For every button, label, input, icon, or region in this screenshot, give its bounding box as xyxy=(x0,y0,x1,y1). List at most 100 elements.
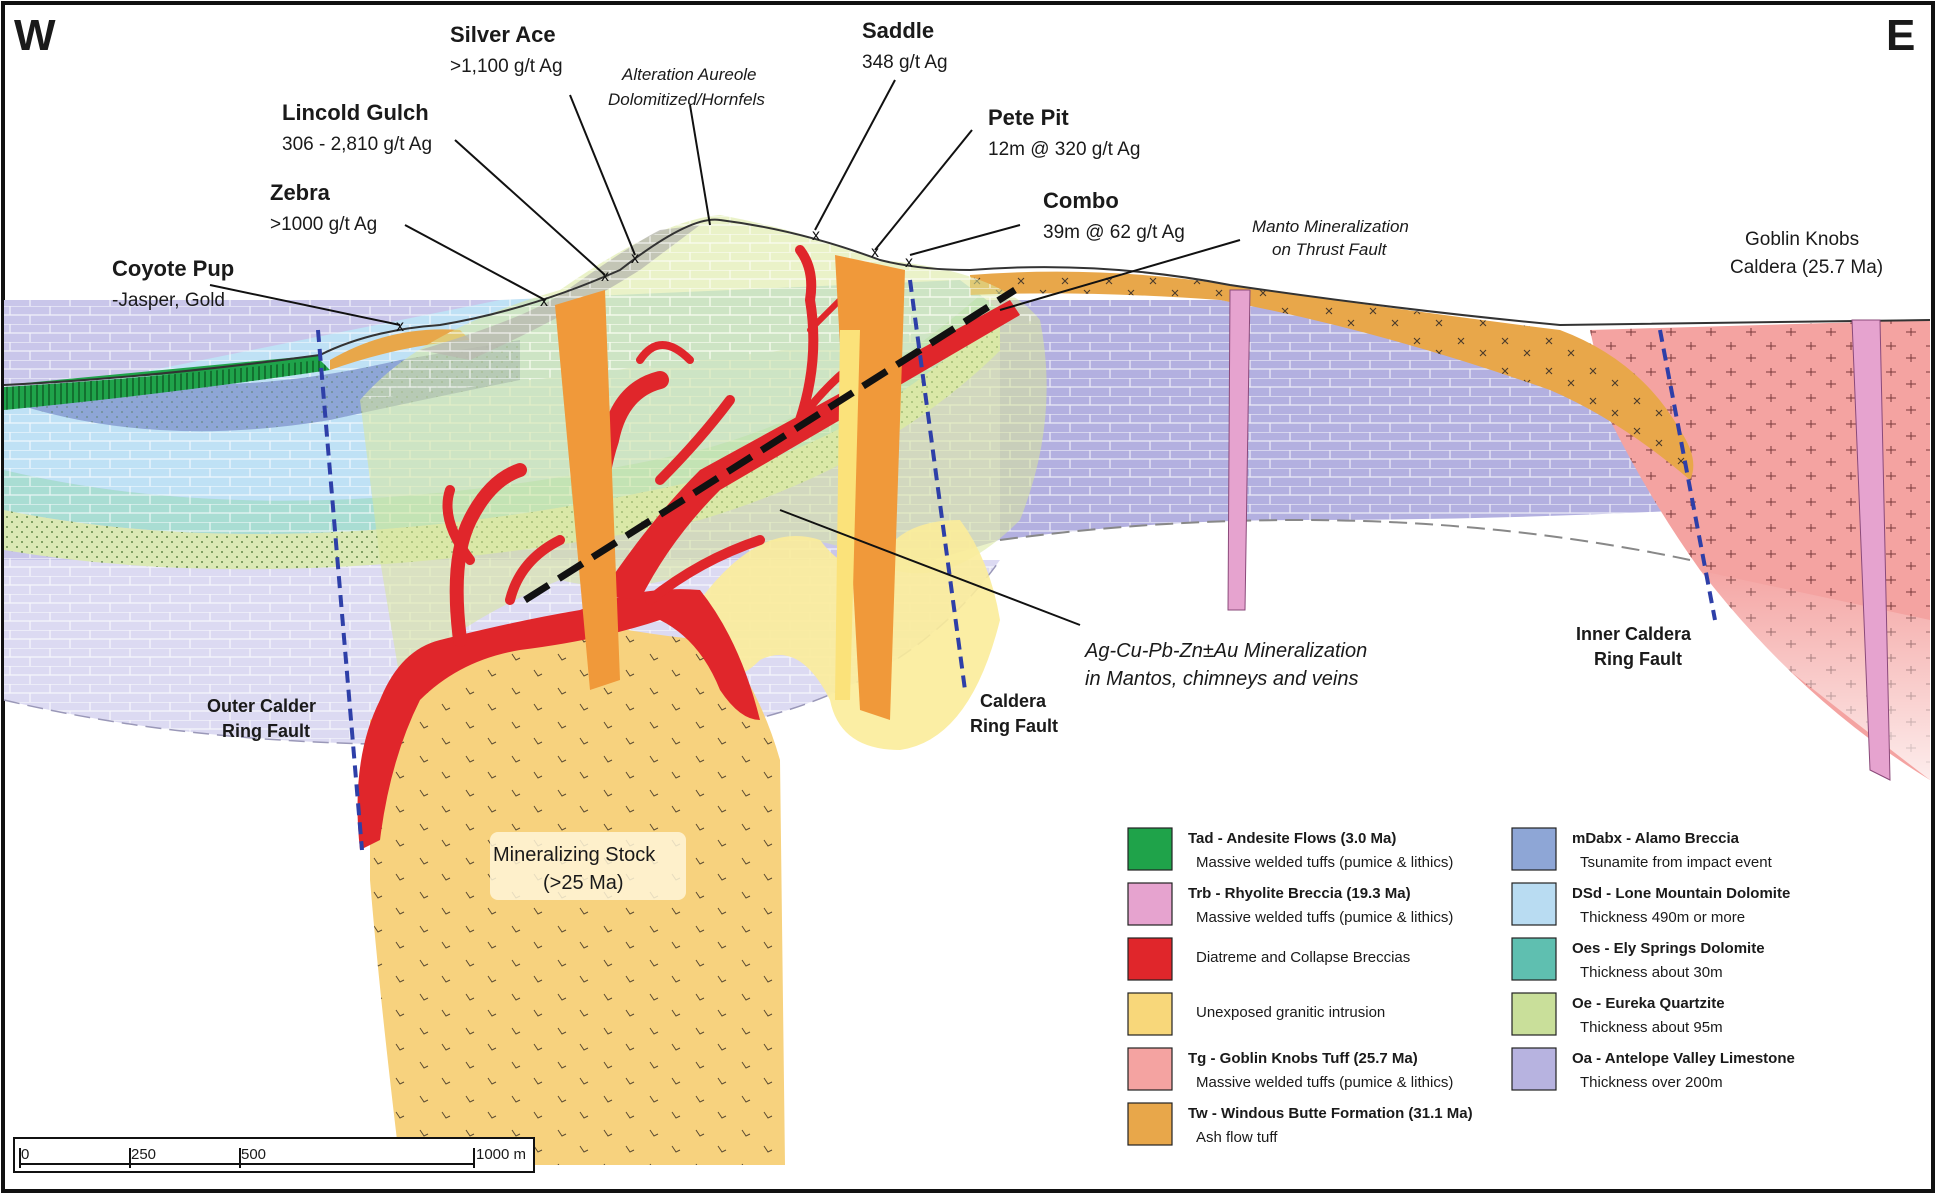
legend-desc: Ash flow tuff xyxy=(1196,1129,1278,1146)
manto-line1: Manto Mineralization xyxy=(1252,217,1409,236)
goblin-knobs-line2: Caldera (25.7 Ma) xyxy=(1730,257,1883,278)
legend-item: Trb - Rhyolite Breccia (19.3 Ma) Massive … xyxy=(1127,882,1453,926)
saddle-name: Saddle xyxy=(862,18,934,43)
svg-text:x: x xyxy=(540,293,548,310)
inner-fault-line2: Ring Fault xyxy=(1594,649,1682,669)
legend-item: Tg - Goblin Knobs Tuff (25.7 Ma) Massive … xyxy=(1127,1047,1453,1091)
svg-text:x: x xyxy=(631,250,639,267)
scale-tick-500: 500 xyxy=(241,1146,266,1163)
outer-ring-fault xyxy=(316,329,364,851)
legend-code: Trb - Rhyolite Breccia (19.3 Ma) xyxy=(1188,885,1411,902)
scale-tick-0: 0 xyxy=(21,1146,29,1163)
combo-name: Combo xyxy=(1043,188,1119,213)
legend-desc: Thickness about 30m xyxy=(1580,964,1723,981)
legend-item: Diatreme and Collapse Breccias xyxy=(1127,937,1410,981)
silver-ace-name: Silver Ace xyxy=(450,22,556,47)
legend-desc: Diatreme and Collapse Breccias xyxy=(1196,949,1410,966)
stock-label-box xyxy=(490,832,686,900)
legend-item: Unexposed granitic intrusion xyxy=(1127,992,1385,1036)
legend-code: DSd - Lone Mountain Dolomite xyxy=(1572,885,1790,902)
coyote-pup-name: Coyote Pup xyxy=(112,256,234,281)
saddle-detail: 348 g/t Ag xyxy=(862,52,948,73)
legend-swatch xyxy=(1127,1047,1173,1091)
andesite-flows xyxy=(4,355,320,385)
legend-code: Oes - Ely Springs Dolomite xyxy=(1572,940,1765,957)
pete-pit-name: Pete Pit xyxy=(988,105,1069,130)
legend-desc: Thickness over 200m xyxy=(1580,1074,1723,1091)
scale-bar: 0 250 500 1000 m xyxy=(13,1137,535,1173)
zebra-detail: >1000 g/t Ag xyxy=(270,214,377,235)
legend-swatch xyxy=(1511,937,1557,981)
legend-code: Oe - Eureka Quartzite xyxy=(1572,995,1725,1012)
legend-code: Tw - Windous Butte Formation (31.1 Ma) xyxy=(1188,1105,1473,1122)
mineralization-line1: Ag-Cu-Pb-Zn±Au Mineralization xyxy=(1084,640,1367,662)
stock-line2: (>25 Ma) xyxy=(543,872,624,894)
lincold-gulch-name: Lincold Gulch xyxy=(282,100,429,125)
alteration-line1: Alteration Aureole xyxy=(621,65,757,84)
scale-tick-1000: 1000 m xyxy=(476,1146,526,1163)
svg-text:x: x xyxy=(905,254,913,271)
legend-desc: Tsunamite from impact event xyxy=(1580,854,1773,871)
svg-text:x: x xyxy=(812,227,820,244)
outer-fault-line1: Outer Calder xyxy=(207,696,316,716)
zebra-name: Zebra xyxy=(270,180,331,205)
rhyolite-dike-1 xyxy=(1227,289,1251,611)
compass-west: W xyxy=(14,11,56,60)
lincold-gulch-detail: 306 - 2,810 g/t Ag xyxy=(282,134,432,155)
legend-desc: Thickness 490m or more xyxy=(1580,909,1745,926)
legend-code: mDabx - Alamo Breccia xyxy=(1572,830,1740,847)
legend-code: Oa - Antelope Valley Limestone xyxy=(1572,1050,1795,1067)
legend-desc: Unexposed granitic intrusion xyxy=(1196,1004,1385,1021)
pete-pit-detail: 12m @ 320 g/t Ag xyxy=(988,139,1140,160)
legend-swatch xyxy=(1511,1047,1557,1091)
legend-swatch xyxy=(1511,992,1557,1036)
caldera-fault-line1: Caldera xyxy=(980,691,1047,711)
legend-swatch xyxy=(1127,992,1173,1036)
svg-text:x: x xyxy=(396,318,404,335)
scale-tick-250: 250 xyxy=(131,1146,156,1163)
outer-fault-line2: Ring Fault xyxy=(222,721,310,741)
manto-line2: on Thrust Fault xyxy=(1272,240,1388,259)
compass-east: E xyxy=(1886,11,1915,60)
legend-desc: Massive welded tuffs (pumice & lithics) xyxy=(1196,854,1453,871)
legend-swatch xyxy=(1511,827,1557,871)
goblin-knobs-line1: Goblin Knobs xyxy=(1745,229,1859,250)
inner-fault-line1: Inner Caldera xyxy=(1576,624,1692,644)
legend-swatch xyxy=(1511,882,1557,926)
coyote-pup-detail: -Jasper, Gold xyxy=(112,290,225,311)
legend-desc: Massive welded tuffs (pumice & lithics) xyxy=(1196,1074,1453,1091)
legend-item: Tw - Windous Butte Formation (31.1 Ma) As… xyxy=(1127,1102,1473,1146)
stock-line1: Mineralizing Stock xyxy=(493,844,656,866)
legend-item: Oa - Antelope Valley LimestoneThickness … xyxy=(1511,1047,1795,1091)
legend-swatch xyxy=(1127,937,1173,981)
rhyolite-dike-2 xyxy=(1851,319,1891,781)
svg-text:x: x xyxy=(871,244,879,261)
legend-desc: Massive welded tuffs (pumice & lithics) xyxy=(1196,909,1453,926)
legend-code: Tad - Andesite Flows (3.0 Ma) xyxy=(1188,830,1396,847)
sample-markers: x x x x x x x xyxy=(396,227,913,335)
legend-swatch xyxy=(1127,882,1173,926)
legend-desc: Thickness about 95m xyxy=(1580,1019,1723,1036)
legend: Tad - Andesite Flows (3.0 Ma) Massive wel… xyxy=(1127,827,1795,1146)
legend-code: Tg - Goblin Knobs Tuff (25.7 Ma) xyxy=(1188,1050,1418,1067)
mineralization-line2: in Mantos, chimneys and veins xyxy=(1085,668,1358,690)
silver-ace-detail: >1,100 g/t Ag xyxy=(450,56,563,77)
leader-lines xyxy=(209,79,1241,626)
caldera-ring-fault xyxy=(908,279,967,691)
legend-item: Tad - Andesite Flows (3.0 Ma) Massive wel… xyxy=(1127,827,1453,871)
svg-text:x: x xyxy=(601,268,609,285)
chimney-west xyxy=(555,290,620,690)
legend-swatch xyxy=(1127,827,1173,871)
inner-ring-fault xyxy=(1658,329,1717,621)
alteration-line2: Dolomitized/Hornfels xyxy=(608,90,765,109)
legend-swatch xyxy=(1127,1102,1173,1146)
thrust-fault xyxy=(523,287,1017,603)
topography-line xyxy=(3,218,1931,386)
combo-detail: 39m @ 62 g/t Ag xyxy=(1043,222,1185,243)
